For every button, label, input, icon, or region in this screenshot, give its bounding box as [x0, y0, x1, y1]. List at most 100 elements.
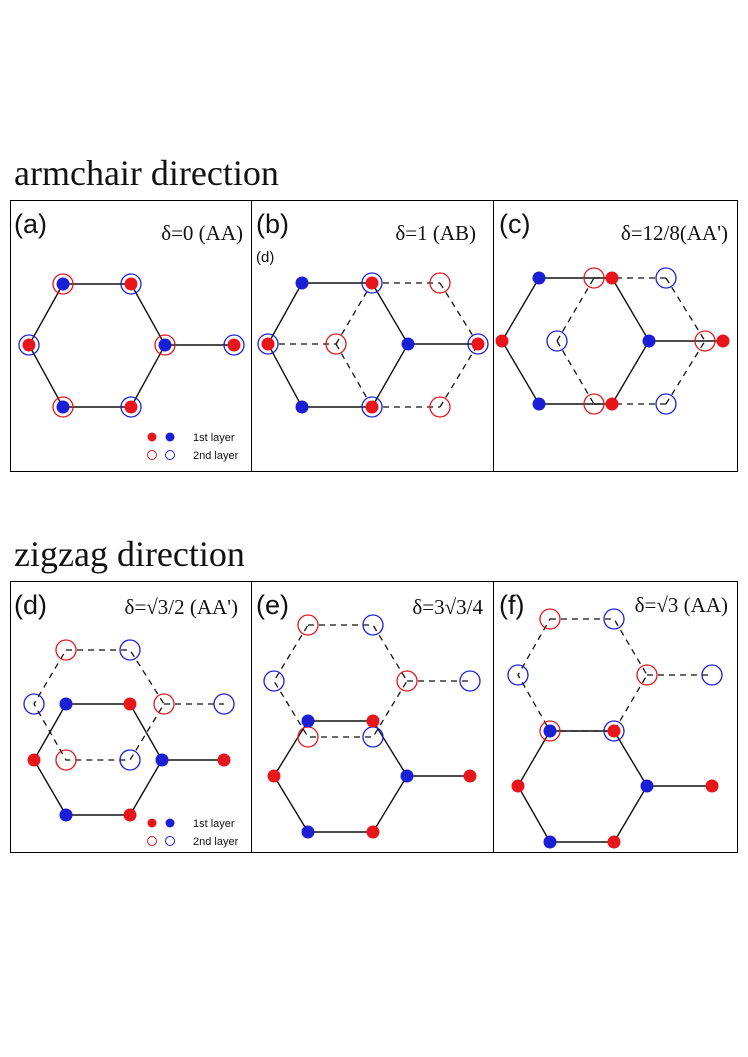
panel-f-bonds: [517, 730, 712, 843]
panel-a-delta: δ=0 (AA): [161, 221, 243, 245]
legend-layer1-text: 1st layer: [193, 432, 235, 444]
panel-a-legend: 1st layer 2nd layer: [147, 432, 239, 462]
atom-layer1: [123, 808, 137, 822]
panel-divider: [493, 201, 494, 471]
panel-a-label: (a): [14, 209, 47, 239]
atom-layer1: [227, 338, 241, 352]
legend-blue-open: [165, 450, 175, 460]
atom-layer2: [257, 333, 279, 355]
atom-layer2: [52, 273, 74, 295]
legend-layer2-text: 2nd layer: [193, 836, 239, 848]
atom-layer2: [18, 334, 40, 356]
panel-divider: [251, 201, 252, 471]
atom-layer1: [400, 769, 414, 783]
atom-layer1: [56, 400, 70, 414]
atom-layer1: [295, 276, 309, 290]
atom-layer2: [603, 608, 625, 630]
atom-layer2: [213, 693, 235, 715]
atom-layer2: [154, 334, 176, 356]
panel-f-atoms: [507, 608, 723, 849]
legend-blue-filled: [165, 432, 175, 442]
atom-layer2: [429, 272, 451, 294]
atom-layer1: [301, 825, 315, 839]
atom-layer2: [694, 330, 716, 352]
panel-d: (d) δ=√3/2 (AA'): [14, 590, 239, 848]
panel-c: (c) δ=12/8(AA'): [495, 209, 730, 415]
atom-layer1: [123, 697, 137, 711]
atom-layer1: [642, 334, 656, 348]
armchair-title: armchair direction: [14, 153, 279, 193]
atom-layer2: [297, 614, 319, 636]
atom-layer2: [120, 396, 142, 418]
panel-f: (f) δ=√3 (AA): [499, 590, 728, 849]
atom-layer2: [546, 330, 568, 352]
atom-layer1: [27, 753, 41, 767]
panel-b-label: (b): [256, 209, 289, 239]
panel-c-atoms: [495, 267, 730, 415]
atom-layer1: [295, 400, 309, 414]
panel-b-dashed-bonds: [268, 282, 479, 408]
atom-layer1: [22, 338, 36, 352]
atom-layer2: [655, 267, 677, 289]
atom-layer2: [701, 664, 723, 686]
atom-layer2: [147, 836, 157, 846]
atom-layer1: [605, 397, 619, 411]
panel-d-delta: δ=√3/2 (AA'): [125, 595, 238, 619]
atom-layer2: [603, 720, 625, 742]
atom-layer2: [52, 396, 74, 418]
atom-layer1: [607, 724, 621, 738]
atom-layer2: [429, 396, 451, 418]
atom-layer1: [56, 277, 70, 291]
atom-layer2: [636, 664, 658, 686]
atom-layer1: [124, 277, 138, 291]
atom-layer2: [55, 639, 77, 661]
atom-layer2: [325, 333, 347, 355]
atom-layer1: [59, 697, 73, 711]
atom-layer1: [366, 825, 380, 839]
atom-layer1: [155, 753, 169, 767]
atom-layer1: [365, 276, 379, 290]
panel-c-bonds: [501, 277, 723, 405]
panel-d-atoms: [23, 639, 235, 822]
armchair-panel-row: [10, 200, 738, 472]
atom-layer1: [495, 334, 509, 348]
panel-b-delta: δ=1 (AB): [395, 221, 476, 245]
panel-f-label: (f): [499, 590, 524, 620]
panel-f-dashed-bonds: [517, 618, 712, 732]
panel-d-bonds: [33, 703, 224, 816]
panel-e-bonds: [273, 720, 470, 833]
atom-layer1: [543, 835, 557, 849]
atom-layer1: [532, 271, 546, 285]
panel-b: (b) (d) δ=1 (AB): [256, 209, 489, 418]
panel-e: (e) δ=3√3/4: [256, 590, 483, 839]
panel-f-delta: δ=√3 (AA): [635, 593, 728, 617]
atom-layer1: [463, 769, 477, 783]
atom-layer1: [165, 818, 175, 828]
atom-layer2: [263, 670, 285, 692]
atom-layer1: [365, 400, 379, 414]
atom-layer2: [467, 333, 489, 355]
atom-layer2: [23, 693, 45, 715]
panel-b-atoms: [257, 272, 489, 418]
panel-a: (a) δ=0 (AA) 1st layer: [14, 209, 245, 462]
atom-layer2: [539, 608, 561, 630]
atom-layer2: [539, 720, 561, 742]
panel-e-atoms: [263, 614, 481, 839]
atom-layer2: [119, 749, 141, 771]
atom-layer2: [120, 273, 142, 295]
atom-layer2: [583, 267, 605, 289]
atom-layer2: [655, 393, 677, 415]
atom-layer2: [223, 334, 245, 356]
legend-layer2-text: 2nd layer: [193, 450, 239, 462]
atom-layer1: [267, 769, 281, 783]
atom-layer1: [366, 714, 380, 728]
atom-layer2: [153, 693, 175, 715]
panel-b-sublabel: (d): [256, 249, 274, 266]
panel-a-atoms: [18, 273, 245, 418]
atom-layer1: [147, 818, 157, 828]
atom-layer1: [301, 714, 315, 728]
panel-d-legend: 1st layer 2nd layer: [147, 818, 239, 848]
atom-layer1: [217, 753, 231, 767]
atom-layer1: [607, 835, 621, 849]
